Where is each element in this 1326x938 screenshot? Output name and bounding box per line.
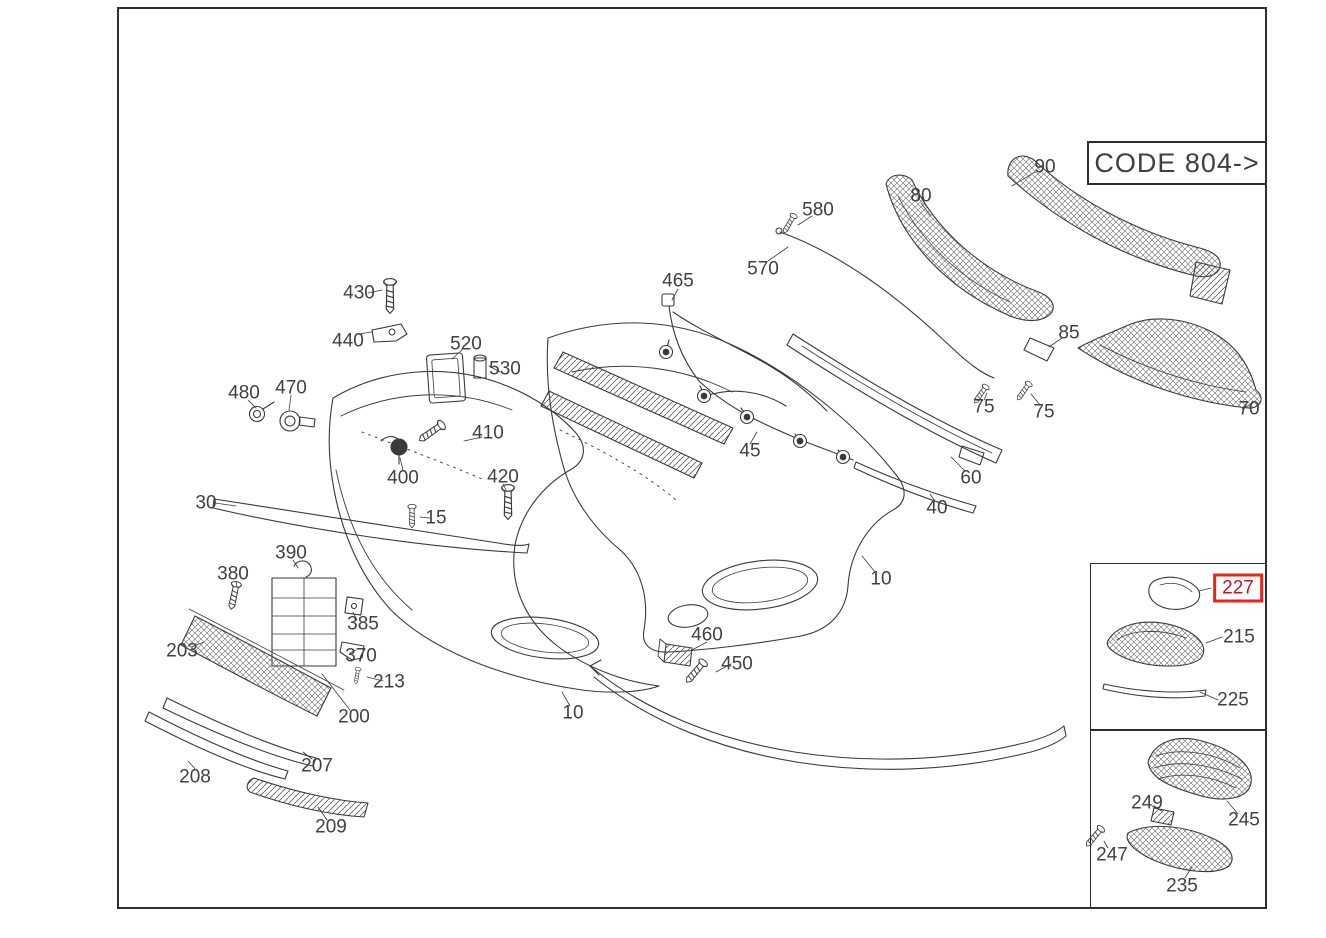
part-callout-208[interactable]: 208 — [179, 766, 211, 788]
part-callout-570[interactable]: 570 — [747, 258, 779, 280]
trim-strip-drawing — [212, 498, 530, 554]
lower-grille-drawings — [144, 608, 369, 818]
part-callout-60[interactable]: 60 — [960, 467, 982, 489]
part-callout-450[interactable]: 450 — [721, 653, 753, 675]
part-callout-380[interactable]: 380 — [217, 563, 249, 585]
part-callout-85[interactable]: 85 — [1058, 322, 1080, 344]
part-callout-520[interactable]: 520 — [450, 333, 482, 355]
part-callout-30[interactable]: 30 — [195, 492, 217, 514]
part-callout-235[interactable]: 235 — [1166, 875, 1198, 897]
part-callout-10-front[interactable]: 10 — [562, 702, 584, 724]
part-callout-245[interactable]: 245 — [1228, 809, 1260, 831]
part-callout-385[interactable]: 385 — [347, 613, 379, 635]
plate-bracket-drawings — [225, 560, 365, 685]
part-callout-213[interactable]: 213 — [373, 671, 405, 693]
cable-drawing — [775, 211, 995, 379]
part-callout-75-left[interactable]: 75 — [973, 396, 995, 418]
part-callout-215[interactable]: 215 — [1223, 626, 1255, 648]
part-callout-470[interactable]: 470 — [275, 377, 307, 399]
part-callout-90[interactable]: 90 — [1034, 156, 1056, 178]
part-callout-480[interactable]: 480 — [228, 382, 260, 404]
part-callout-80[interactable]: 80 — [910, 185, 932, 207]
part-callout-209[interactable]: 209 — [315, 816, 347, 838]
part-callout-410[interactable]: 410 — [472, 422, 504, 444]
part-callout-247[interactable]: 247 — [1096, 844, 1128, 866]
part-callout-580[interactable]: 580 — [802, 199, 834, 221]
cowl-strip-drawings — [786, 333, 1003, 514]
wiring-harness-drawing — [658, 293, 854, 465]
part-callout-249[interactable]: 249 — [1131, 792, 1163, 814]
part-callout-430[interactable]: 430 — [343, 282, 375, 304]
sensor-drawings — [248, 401, 408, 465]
part-callout-225[interactable]: 225 — [1217, 689, 1249, 711]
part-callout-200[interactable]: 200 — [338, 706, 370, 728]
fastener-drawings — [371, 277, 1034, 528]
grille-slat-drawings — [540, 351, 734, 479]
part-callout-45[interactable]: 45 — [739, 440, 761, 462]
lower-sweep-drawing — [589, 659, 1067, 770]
part-callout-465[interactable]: 465 — [662, 270, 694, 292]
tow-cover-drawings — [657, 638, 710, 686]
part-callout-227-selected[interactable]: 227 — [1213, 573, 1263, 603]
leader-lines — [187, 171, 1254, 879]
part-callout-440[interactable]: 440 — [332, 330, 364, 352]
part-callout-203[interactable]: 203 — [166, 640, 198, 662]
part-callout-390[interactable]: 390 — [275, 542, 307, 564]
part-callout-420[interactable]: 420 — [487, 466, 519, 488]
part-callout-370[interactable]: 370 — [345, 645, 377, 667]
code-box: CODE 804-> — [1087, 141, 1267, 185]
part-callout-400[interactable]: 400 — [387, 467, 419, 489]
detail-panel-top-drawings — [1102, 576, 1207, 699]
part-callout-15[interactable]: 15 — [425, 507, 447, 529]
detail-panel-bottom-drawings — [1082, 737, 1252, 873]
code-label: CODE 804-> — [1094, 147, 1260, 178]
part-callout-70[interactable]: 70 — [1238, 398, 1260, 420]
part-callout-40[interactable]: 40 — [926, 497, 948, 519]
part-callout-530[interactable]: 530 — [489, 358, 521, 380]
part-callout-10-rear[interactable]: 10 — [870, 568, 892, 590]
part-callout-460[interactable]: 460 — [691, 624, 723, 646]
crossmember-drawings — [885, 155, 1262, 409]
part-callout-207[interactable]: 207 — [301, 755, 333, 777]
part-callout-75-right[interactable]: 75 — [1033, 401, 1055, 423]
